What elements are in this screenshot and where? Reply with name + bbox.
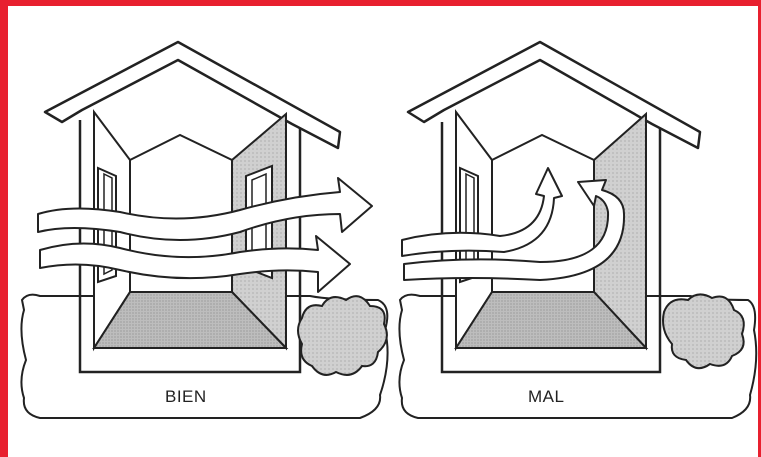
panel-bad: MAL <box>398 40 758 419</box>
airflow-arrow-icon <box>37 177 373 293</box>
shrub-icon <box>297 295 388 376</box>
label-good: BIEN <box>165 387 207 406</box>
label-bad: MAL <box>528 387 564 406</box>
roof <box>43 40 342 150</box>
floor <box>92 291 289 349</box>
panel-good: BIEN <box>20 40 389 419</box>
